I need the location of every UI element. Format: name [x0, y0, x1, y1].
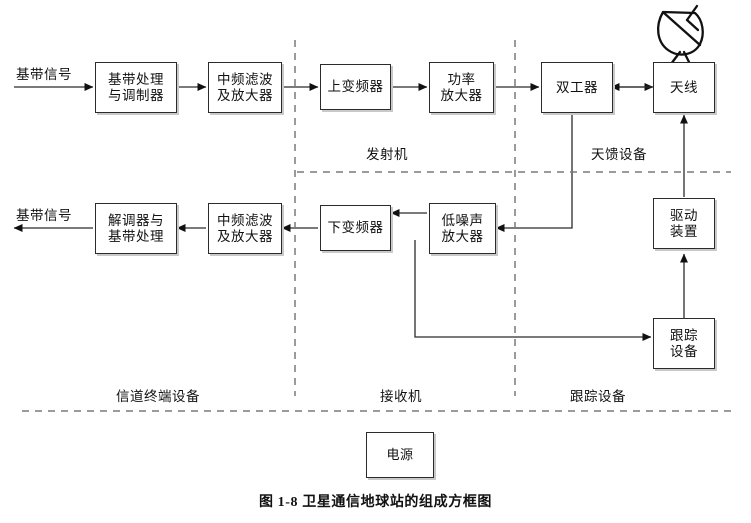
block-power-supply[interactable]: 电源 — [366, 432, 434, 478]
block-low-noise-amplifier[interactable]: 低噪声 放大器 — [429, 203, 496, 254]
conn-lna-to-tracking — [414, 240, 652, 341]
label-tx-input: 基带信号 — [16, 67, 72, 82]
label-rx-output: 基带信号 — [16, 208, 72, 223]
block-label: 中频滤波 及放大器 — [217, 72, 273, 103]
block-drive-unit[interactable]: 驱动 装置 — [653, 198, 715, 249]
block-antenna[interactable]: 天线 — [653, 62, 715, 113]
block-label: 电源 — [386, 446, 414, 462]
block-duplexer[interactable]: 双工器 — [541, 62, 613, 113]
block-label: 跟踪 设备 — [670, 328, 698, 359]
section-label-receiver: 接收机 — [380, 389, 422, 404]
block-demodulator-baseband[interactable]: 解调器与 基带处理 — [95, 203, 177, 254]
block-label: 驱动 装置 — [670, 208, 698, 239]
block-up-converter[interactable]: 上变频器 — [320, 64, 391, 110]
section-label-transmitter: 发射机 — [366, 147, 408, 162]
block-label: 双工器 — [556, 79, 598, 95]
block-power-amplifier[interactable]: 功率 放大器 — [429, 62, 494, 113]
block-if-filter-amp-rx[interactable]: 中频滤波 及放大器 — [208, 203, 282, 254]
block-label: 低噪声 放大器 — [441, 213, 484, 244]
block-tracking-equipment[interactable]: 跟踪 设备 — [653, 318, 715, 369]
block-if-filter-amp-tx[interactable]: 中频滤波 及放大器 — [208, 62, 282, 113]
section-label-tracking: 跟踪设备 — [570, 389, 626, 404]
figure-caption: 图 1-8 卫星通信地球站的组成方框图 — [258, 495, 493, 510]
block-label: 功率 放大器 — [440, 72, 483, 103]
block-baseband-modulator[interactable]: 基带处理 与调制器 — [95, 62, 177, 113]
block-down-converter[interactable]: 下变频器 — [320, 205, 391, 251]
block-label: 解调器与 基带处理 — [108, 213, 164, 244]
conn-duplexer-to-lna — [495, 113, 573, 232]
block-label: 上变频器 — [327, 79, 384, 95]
block-label: 下变频器 — [327, 220, 384, 236]
satellite-dish-icon — [657, 4, 704, 74]
section-label-antenna-feed: 天馈设备 — [591, 147, 647, 162]
block-label: 天线 — [670, 79, 698, 95]
section-label-channel-terminal: 信道终端设备 — [116, 389, 200, 404]
block-label: 基带处理 与调制器 — [108, 72, 164, 103]
block-label: 中频滤波 及放大器 — [217, 213, 273, 244]
